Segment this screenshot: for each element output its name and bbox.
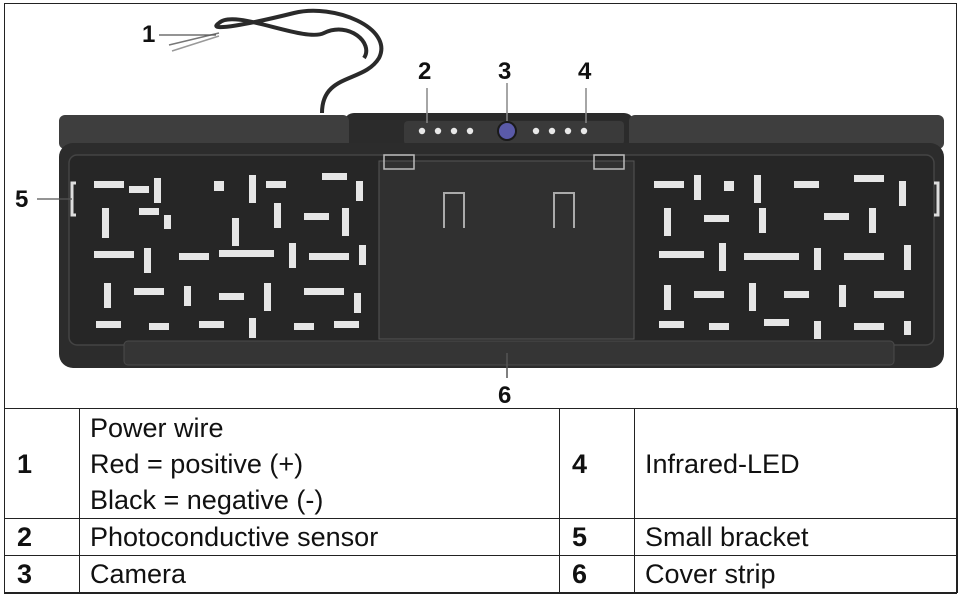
figure-frame <box>4 3 957 594</box>
small-bracket-right <box>934 181 940 217</box>
callout-2: 2 <box>418 58 432 85</box>
table-row: 2 Photoconductive sensor 5 Small bracket <box>4 518 958 556</box>
legend-table: 1 Power wire Red = positive (+) Black = … <box>4 408 958 593</box>
license-plate-camera-figure: 1 2 3 4 5 6 <box>4 3 957 409</box>
table-row: 3 Camera 6 Cover strip <box>4 555 958 593</box>
legend-desc: Infrared-LED <box>634 408 958 519</box>
legend-num: 1 <box>4 408 80 519</box>
legend-num: 3 <box>4 555 80 593</box>
legend-desc: Power wire Red = positive (+) Black = ne… <box>79 408 560 519</box>
legend-desc: Small bracket <box>634 518 958 556</box>
plate-holder-illustration <box>37 8 944 378</box>
left-slot-pattern <box>94 173 366 338</box>
legend-desc: Cover strip <box>634 555 958 593</box>
legend-num: 5 <box>559 518 635 556</box>
callout-3: 3 <box>498 58 512 85</box>
power-wire <box>214 8 384 114</box>
right-slot-pattern <box>654 175 911 339</box>
callout-4: 4 <box>578 58 592 85</box>
callout-1: 1 <box>142 21 156 48</box>
legend-num: 2 <box>4 518 80 556</box>
legend-line: Black = negative (-) <box>90 484 324 515</box>
legend-num: 4 <box>559 408 635 519</box>
camera-lens <box>497 121 517 141</box>
legend-desc: Camera <box>79 555 560 593</box>
callout-6: 6 <box>498 382 512 409</box>
callout-5: 5 <box>15 186 29 213</box>
cover-strip <box>123 340 895 366</box>
legend-line: Red = positive (+) <box>90 448 304 479</box>
legend-line: Power wire <box>90 412 224 443</box>
legend-desc: Photoconductive sensor <box>79 518 560 556</box>
legend-num: 6 <box>559 555 635 593</box>
table-row: 1 Power wire Red = positive (+) Black = … <box>4 408 958 519</box>
